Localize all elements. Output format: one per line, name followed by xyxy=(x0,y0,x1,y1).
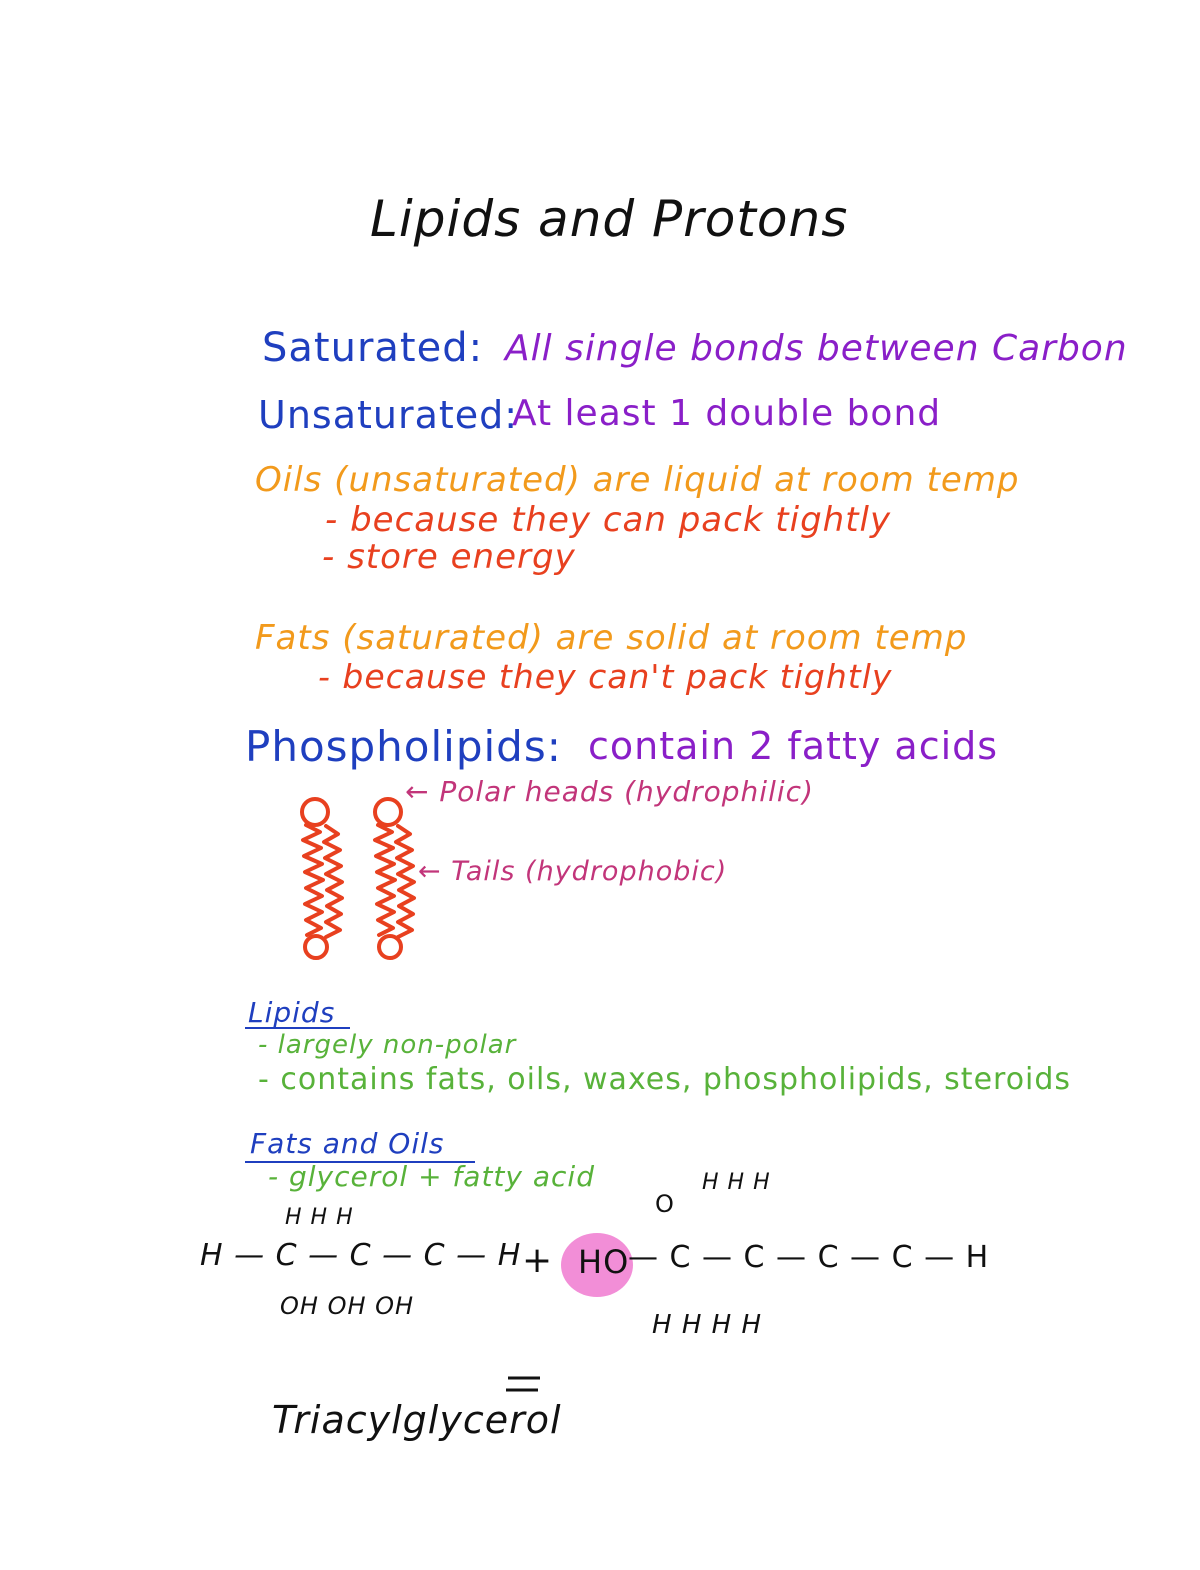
fats-oils-item-1: - glycerol + fatty acid xyxy=(268,1160,595,1193)
phospholipid-tail-right-b xyxy=(394,824,416,939)
lipids-heading: Lipids xyxy=(248,996,336,1029)
glycerol-top-hydrogens: H H H xyxy=(285,1205,354,1230)
phospholipid-tail-left-b xyxy=(322,824,344,939)
hydroxyl-highlight xyxy=(561,1233,633,1297)
tails-label: ← Tails (hydrophobic) xyxy=(418,856,728,887)
phospholipid-foot-left xyxy=(303,934,329,960)
equation-plus: + xyxy=(522,1240,554,1281)
glycerol-hydroxyls: OH OH OH xyxy=(280,1292,415,1320)
fats-heading: Fats (saturated) are solid at room temp xyxy=(255,618,968,658)
acid-carbonyl-oxygen: O xyxy=(655,1190,675,1218)
oils-reason: - because they can pack tightly xyxy=(325,500,892,540)
lipids-item-1: - largely non-polar xyxy=(258,1030,517,1060)
phospholipids-term: Phospholipids: xyxy=(245,722,562,771)
hydroxyl-group: HO xyxy=(578,1243,630,1281)
acid-bottom-hydrogens: H H H H xyxy=(652,1310,762,1340)
phospholipid-tail-left-a xyxy=(301,823,325,937)
saturated-definition: All single bonds between Carbon xyxy=(505,328,1128,369)
fats-oils-heading: Fats and Oils xyxy=(250,1127,445,1160)
acid-top-hydrogens: H H H xyxy=(702,1170,771,1195)
polar-heads-label: ← Polar heads (hydrophilic) xyxy=(405,775,814,808)
phospholipid-head-left xyxy=(300,797,330,827)
page-title: Lipids and Protons xyxy=(370,190,849,248)
unsaturated-term: Unsaturated: xyxy=(258,393,519,437)
saturated-term: Saturated: xyxy=(262,325,484,371)
glycerol-backbone: H — C — C — C — H xyxy=(200,1238,522,1273)
acid-chain: — C — C — C — C — H xyxy=(628,1240,990,1275)
phospholipid-foot-right xyxy=(377,934,403,960)
unsaturated-definition: At least 1 double bond xyxy=(512,393,942,434)
oils-function: - store energy xyxy=(322,537,576,577)
phospholipid-tail-right-a xyxy=(373,823,397,937)
phospholipids-definition: contain 2 fatty acids xyxy=(588,724,999,768)
lipids-item-2: - contains fats, oils, waxes, phospholip… xyxy=(258,1062,1072,1097)
result-label: Triacylglycerol xyxy=(272,1398,562,1442)
phospholipid-head-right xyxy=(373,797,403,827)
oils-heading: Oils (unsaturated) are liquid at room te… xyxy=(255,460,1020,500)
fats-reason: - because they can't pack tightly xyxy=(318,657,893,696)
